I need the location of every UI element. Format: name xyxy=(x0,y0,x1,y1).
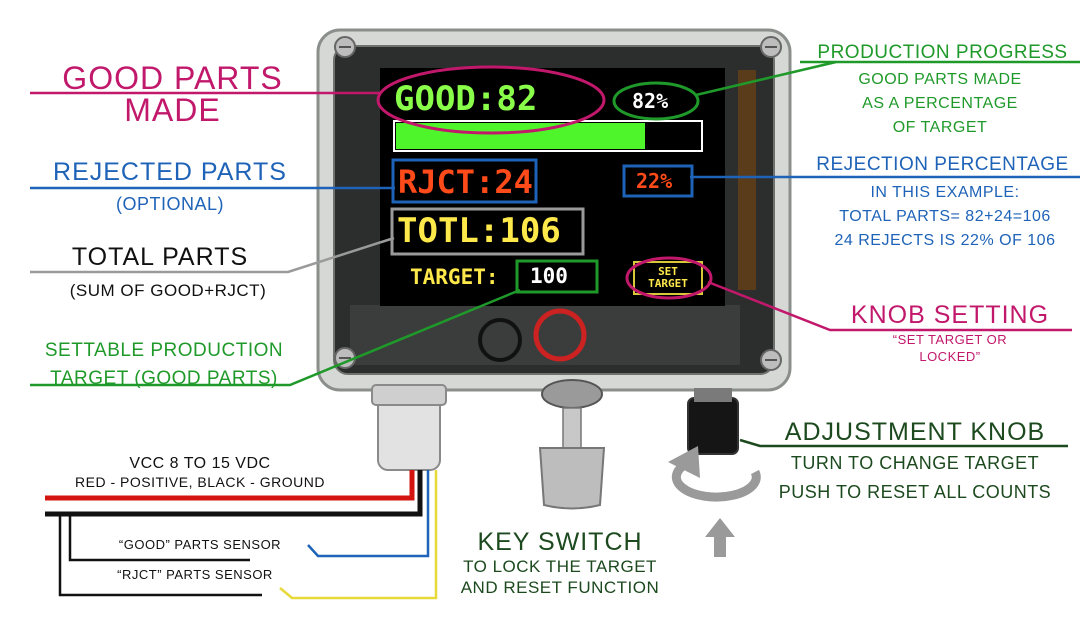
good-parts-line1: GOOD PARTS xyxy=(62,60,283,96)
progress-desc-3: OF TARGET xyxy=(892,119,988,136)
key-icon xyxy=(538,407,606,510)
good-separator: : xyxy=(475,79,497,119)
rotate-arrow-head xyxy=(668,446,700,478)
production-progress-desc: GOOD PARTS MADE AS A PERCENTAGE OF TARGE… xyxy=(810,68,1070,140)
settable-line1: SETTABLE PRODUCTION xyxy=(44,340,284,361)
rjct-percent-highlight xyxy=(622,164,694,198)
pcb-header xyxy=(738,70,756,290)
progress-pointer xyxy=(695,60,837,97)
vcc-wires: RED - POSITIVE, BLACK - GROUND xyxy=(75,474,325,490)
knob-setting-desc-2: LOCKED” xyxy=(919,349,981,364)
knob-setting-title: KNOB SETTING xyxy=(850,301,1050,329)
rejection-desc-1: IN THIS EXAMPLE: xyxy=(870,184,1020,201)
totl-count: TOTL:106 xyxy=(397,214,561,248)
adjustment-desc-2: PUSH TO RESET ALL COUNTS xyxy=(778,482,1052,502)
rejected-parts-title: REJECTED PARTS xyxy=(53,158,287,186)
good-count: GOOD:82 xyxy=(394,82,537,116)
progress-bar-fill xyxy=(396,123,645,149)
target-label-text: TARGET xyxy=(410,265,486,289)
good-percent-highlight xyxy=(612,81,700,121)
adjustment-knob-title: ADJUSTMENT KNOB xyxy=(784,418,1046,446)
screw-icon xyxy=(334,36,356,58)
knob-base xyxy=(694,388,732,402)
target-value: 100 xyxy=(530,264,568,288)
target-separator: : xyxy=(485,265,499,289)
rotate-arrow-icon xyxy=(671,457,761,502)
rejection-percentage-title: REJECTION PERCENTAGE xyxy=(816,154,1069,175)
knob-icon xyxy=(687,397,739,455)
rjct-count: RJCT:24 xyxy=(398,166,533,198)
rejection-desc-2: TOTAL PARTS= 82+24=106 xyxy=(839,208,1051,225)
key-switch-desc-2: AND RESET FUNCTION xyxy=(460,578,660,597)
adjustment-desc-1: TURN TO CHANGE TARGET xyxy=(790,453,1040,473)
total-parts-title: TOTAL PARTS xyxy=(71,243,249,271)
total-pointer xyxy=(30,236,395,274)
lcd-screen xyxy=(380,68,725,306)
good-percent: 82% xyxy=(632,89,669,113)
good-parts-title: GOOD PARTS MADE xyxy=(30,62,315,126)
totl-separator: : xyxy=(478,211,500,251)
rjct-highlight xyxy=(391,158,538,204)
set-target-line2: TARGET xyxy=(648,277,688,290)
cable-coil xyxy=(533,308,587,362)
knob-setting-desc: “SET TARGET OR LOCKED” xyxy=(850,331,1050,365)
red-wire xyxy=(45,470,415,501)
good-sensor-label: “GOOD” PARTS SENSOR xyxy=(118,537,282,552)
knob-setting-pointer xyxy=(707,280,1072,332)
rjct-label: RJCT xyxy=(398,163,476,201)
total-sum: (SUM OF GOOD+RJCT) xyxy=(69,281,267,300)
rejection-desc: IN THIS EXAMPLE: TOTAL PARTS= 82+24=106 … xyxy=(800,181,1090,253)
settable-production: SETTABLE PRODUCTION TARGET (GOOD PARTS) xyxy=(14,337,314,393)
screw-icon xyxy=(760,349,782,371)
settable-pointer xyxy=(30,288,521,387)
rjct-separator: : xyxy=(475,163,495,201)
key-switch-title: KEY SWITCH xyxy=(477,528,643,556)
black-wire-rjct xyxy=(58,514,262,597)
black-wire-good xyxy=(68,514,250,562)
good-value: 82 xyxy=(496,79,538,119)
set-target-button xyxy=(633,261,703,295)
key-switch-desc: TO LOCK THE TARGET AND RESET FUNCTION xyxy=(430,556,690,598)
rejected-optional: (OPTIONAL) xyxy=(115,194,224,214)
yellow-wire xyxy=(279,470,438,600)
set-target-label: SET TARGET xyxy=(636,266,700,290)
push-arrow-icon xyxy=(705,518,735,557)
progress-desc-2: AS A PERCENTAGE xyxy=(862,95,1018,112)
cable-coil-2 xyxy=(478,318,522,362)
key-switch-desc-1: TO LOCK THE TARGET xyxy=(463,557,657,576)
rejection-desc-3: 24 REJECTS IS 22% OF 106 xyxy=(834,232,1056,249)
totl-highlight xyxy=(390,207,585,256)
progress-desc-1: GOOD PARTS MADE xyxy=(858,71,1022,88)
production-progress-title: PRODUCTION PROGRESS xyxy=(817,42,1068,63)
settable-line2: TARGET (GOOD PARTS) xyxy=(50,368,278,389)
good-highlight xyxy=(376,65,606,135)
set-target-highlight xyxy=(625,256,713,300)
rjct-percent: 22% xyxy=(636,169,673,193)
black-wire xyxy=(45,470,423,517)
target-label: TARGET: xyxy=(410,267,499,288)
totl-label: TOTL xyxy=(397,211,479,251)
cable-gland-nut xyxy=(371,384,447,406)
totl-value: 106 xyxy=(499,211,561,251)
rjct-value: 24 xyxy=(494,163,533,201)
adjustment-pointer xyxy=(739,438,1068,448)
blue-wire xyxy=(307,470,430,558)
knob-setting-desc-1: “SET TARGET OR xyxy=(892,332,1008,347)
good-label: GOOD xyxy=(394,79,476,119)
good-parts-line2: MADE xyxy=(124,92,221,128)
screw-icon xyxy=(760,36,782,58)
key-switch-barrel xyxy=(541,379,603,409)
target-value-highlight xyxy=(515,259,599,294)
vcc-title: VCC 8 TO 15 VDC xyxy=(129,455,271,472)
rjct-sensor-label: “RJCT” PARTS SENSOR xyxy=(117,567,273,582)
set-target-line1: SET xyxy=(658,265,678,278)
